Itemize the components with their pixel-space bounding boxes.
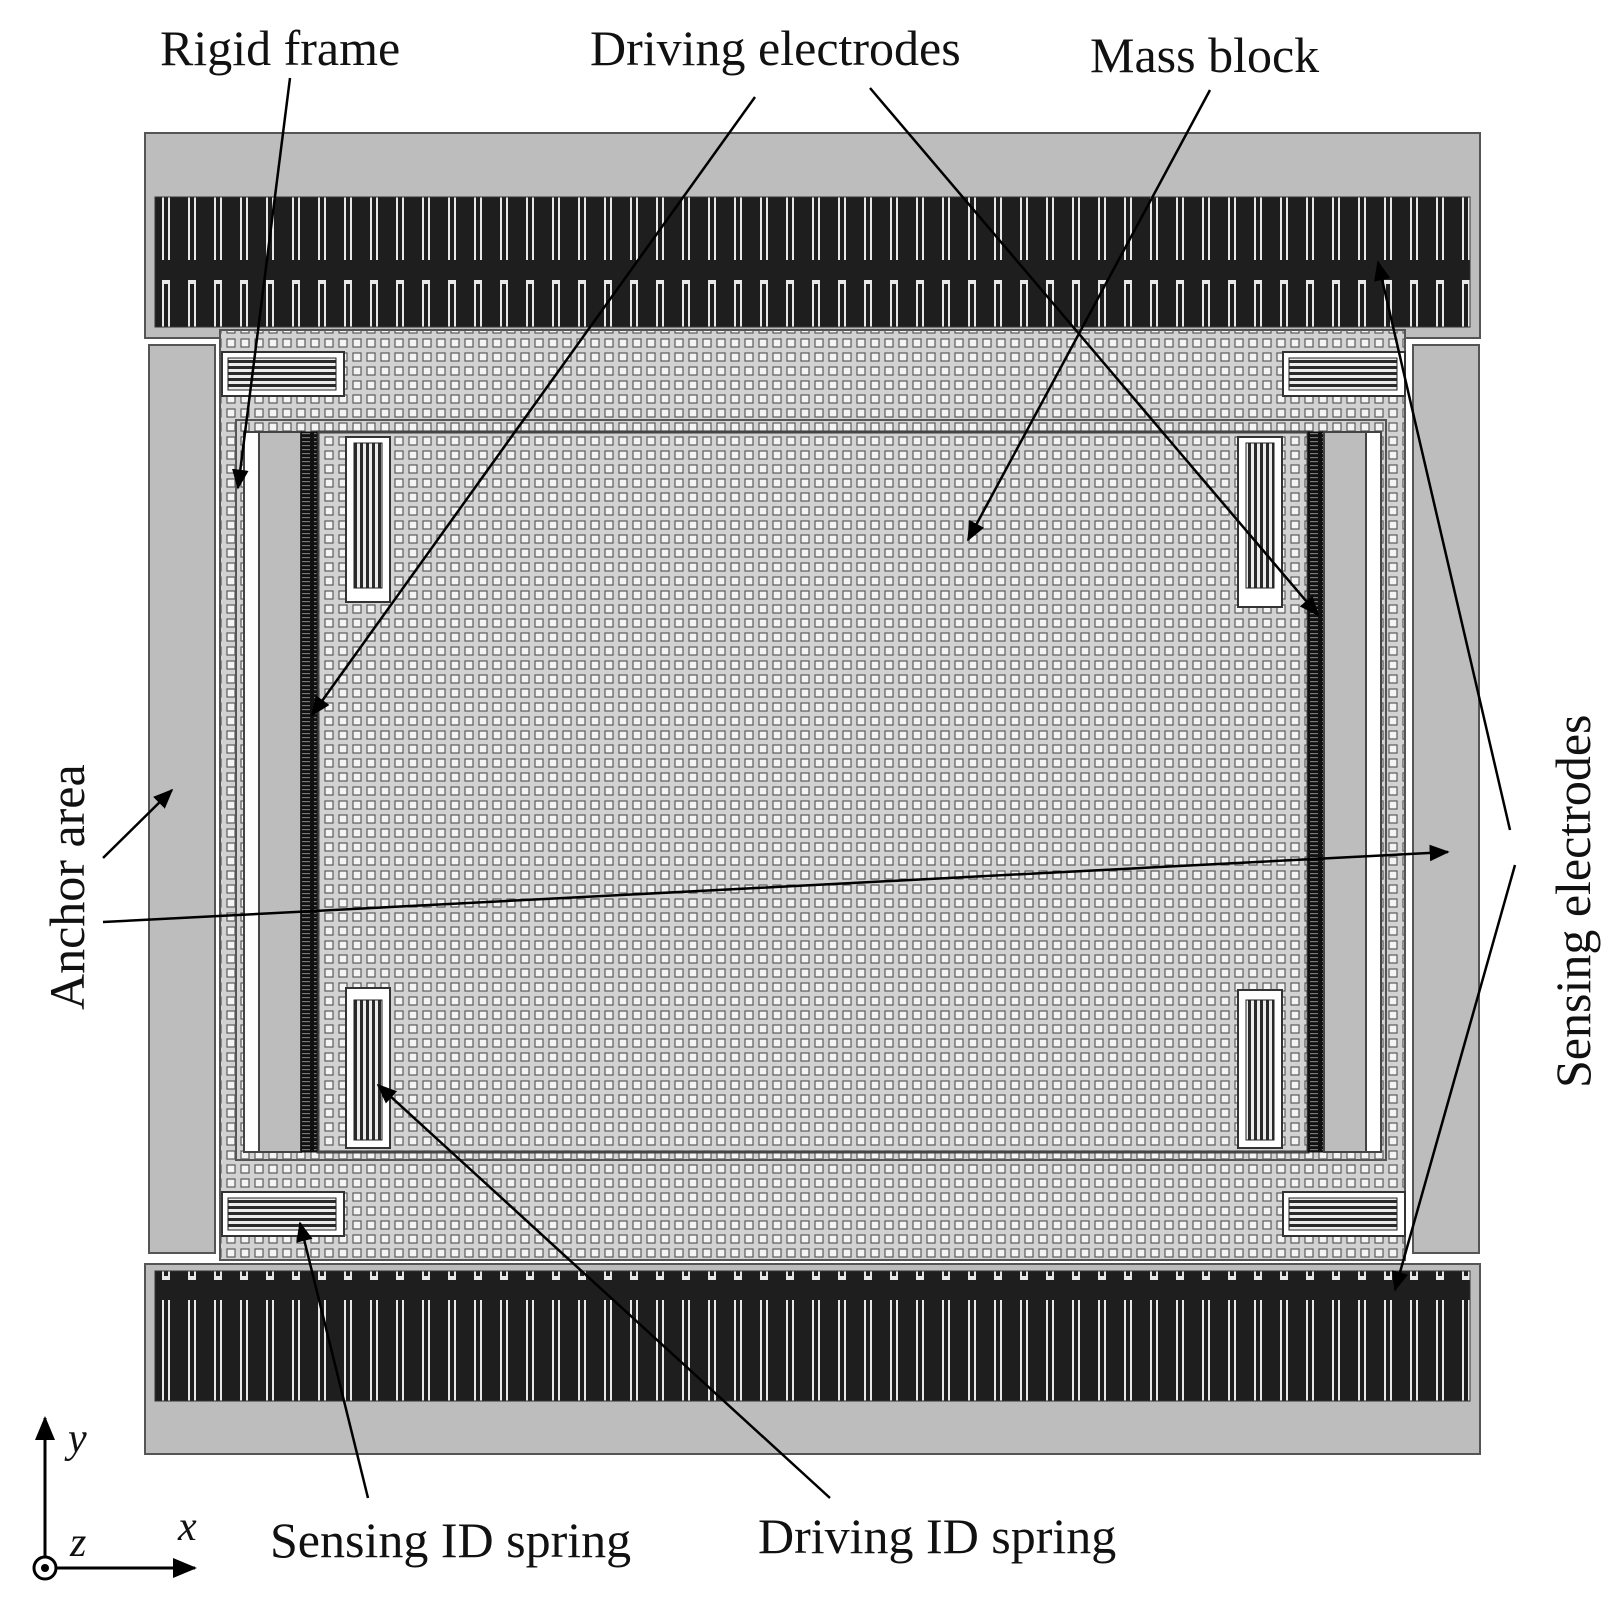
label-anchor-area: Anchor area (39, 764, 95, 1010)
mass-block (316, 430, 1310, 1154)
label-sensing-electrodes: Sensing electrodes (1545, 714, 1601, 1088)
right-anchor (1412, 344, 1480, 1254)
arrow-sensing-id-spring (296, 1221, 370, 1499)
label-sensing-id-spring: Sensing ID spring (270, 1512, 631, 1568)
right-driving-electrode (1307, 431, 1325, 1153)
arrow-sensing-electrodes-top (1374, 260, 1512, 831)
sensing-comb-electrodes (154, 196, 1471, 1402)
sensing-id-springs (221, 351, 1406, 1237)
arrow-mass-block (966, 89, 1212, 542)
left-frame-slot (243, 431, 318, 1153)
left-driving-electrode (300, 431, 318, 1153)
rigid-frame-inner-border (235, 419, 1387, 1161)
arrow-driving-electrodes-left (310, 96, 757, 717)
label-driving-id-spring: Driving ID spring (758, 1508, 1116, 1564)
label-mass-block: Mass block (1090, 27, 1319, 83)
coordinate-axes: y x z (32, 1416, 197, 1581)
arrow-sensing-electrodes-bottom (1391, 864, 1517, 1292)
left-anchor (148, 344, 216, 1254)
arrow-anchor-area-right (102, 844, 1450, 924)
arrow-anchor-area-top (102, 788, 174, 859)
right-frame-slot (1307, 431, 1382, 1153)
driving-id-springs (345, 436, 1283, 1149)
label-driving-electrodes: Driving electrodes (590, 20, 961, 76)
top-comb (154, 196, 1471, 328)
bottom-comb (154, 1270, 1471, 1402)
axis-label-x: x (177, 1504, 197, 1550)
labels: Rigid frame Driving electrodes Mass bloc… (39, 20, 1601, 1568)
axis-label-y: y (64, 1416, 87, 1462)
axis-label-z: z (69, 1520, 86, 1566)
mass-block-right-mesh (1234, 600, 1304, 1020)
label-rigid-frame: Rigid frame (160, 20, 400, 76)
arrow-rigid-frame (232, 77, 292, 490)
arrow-driving-id-spring (376, 1083, 831, 1499)
arrow-driving-electrodes-right (869, 87, 1320, 617)
leader-arrows (102, 77, 1517, 1499)
